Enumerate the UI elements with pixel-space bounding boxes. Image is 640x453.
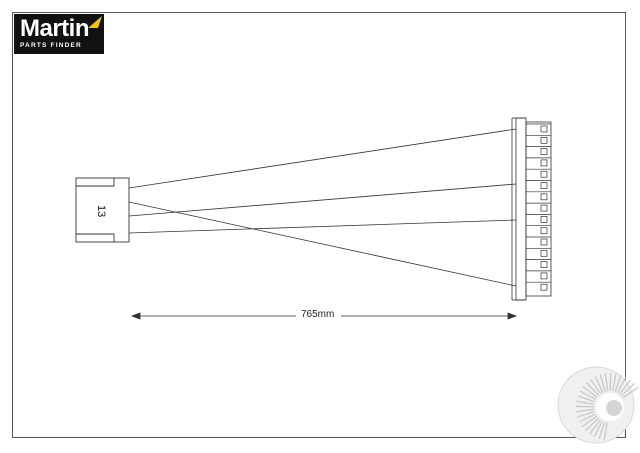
dimension-line xyxy=(130,312,518,320)
pin-contact xyxy=(540,261,548,268)
sunburst-ray xyxy=(585,417,599,432)
sunburst-ray xyxy=(579,413,596,423)
left-connector xyxy=(75,177,130,243)
sunburst-ray xyxy=(598,421,606,440)
pin-contact xyxy=(540,204,548,212)
logo-tagline: PARTS FINDER xyxy=(20,42,82,49)
sunburst-ray xyxy=(621,382,635,397)
pin-contact xyxy=(540,170,548,178)
connector-pin-count: 13 xyxy=(95,205,107,218)
pin-contact xyxy=(540,193,548,201)
pin-contact xyxy=(540,227,548,235)
pin-contact xyxy=(540,272,548,280)
sunburst-ray xyxy=(576,400,595,405)
sunburst-ray xyxy=(616,376,627,394)
sunburst-ray xyxy=(604,373,609,392)
dimension-arrow-right xyxy=(507,312,518,320)
sunburst-ray xyxy=(622,386,639,399)
pin-contact xyxy=(540,182,548,189)
cable-wires xyxy=(128,128,517,287)
sunburst-ray xyxy=(612,373,617,392)
sunburst-ray xyxy=(593,420,604,438)
dimension-arrow-left xyxy=(130,312,141,320)
sunburst-ray xyxy=(581,415,598,428)
sunburst-ray xyxy=(594,376,604,393)
sunburst-ray xyxy=(577,395,596,403)
connector-pins xyxy=(526,123,551,291)
sunburst-ray xyxy=(579,390,597,401)
sunburst-ray xyxy=(585,382,600,396)
drawing-frame xyxy=(12,12,626,438)
pin-contact xyxy=(540,249,548,257)
sunburst-ray xyxy=(577,411,595,418)
sunburst-ray xyxy=(603,422,608,441)
pin-contact xyxy=(540,283,548,291)
pin-contact xyxy=(540,148,548,155)
martin-sunburst-icon xyxy=(557,366,639,444)
logo-flag-icon xyxy=(88,16,102,28)
pin-contact xyxy=(540,125,548,133)
dimension-label: 765mm xyxy=(299,309,337,320)
sunburst-ray xyxy=(576,408,595,413)
sunburst-ray xyxy=(614,374,622,393)
martin-logo: Martin PARTS FINDER xyxy=(14,14,104,54)
sunburst-ray xyxy=(589,419,601,435)
sunburst-ray xyxy=(589,378,602,395)
pin-contact xyxy=(540,136,548,144)
sunburst-ray xyxy=(582,386,598,398)
pin-contact xyxy=(540,238,548,246)
logo-brand: Martin xyxy=(20,15,90,42)
sunburst-ray xyxy=(619,379,631,395)
pin-contact xyxy=(540,159,548,167)
pin-contact xyxy=(540,216,548,223)
sunburst-ray xyxy=(599,374,606,392)
right-connector xyxy=(511,117,552,301)
